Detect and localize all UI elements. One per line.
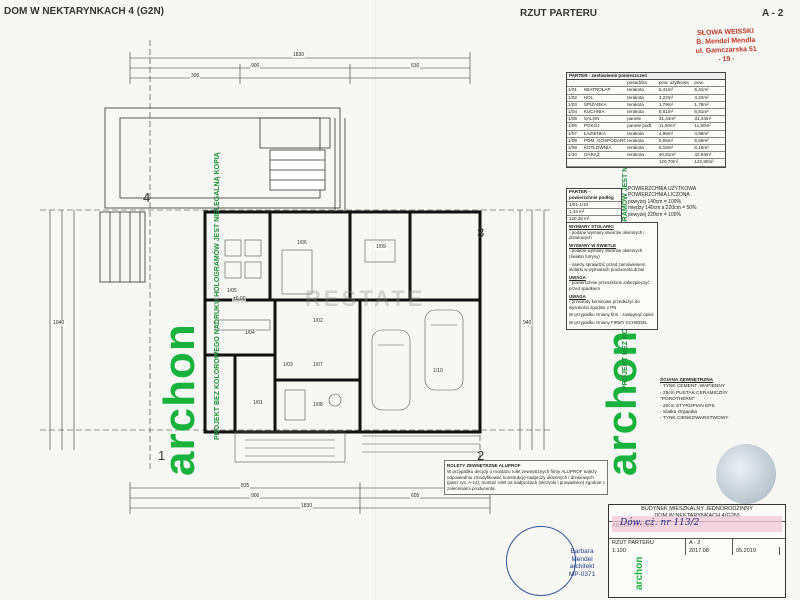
joinery-notes: WYMIARY STOLARKI - podane wymiary otworó…	[566, 222, 658, 330]
dim-top-small: 300	[190, 73, 201, 79]
dim-bottom-total: 1830	[300, 503, 314, 509]
room-1-01: 1/01	[252, 400, 264, 406]
dim-left: 1040	[52, 320, 66, 326]
axis-2-label: 2	[477, 448, 485, 463]
archon-logo-small: archon	[634, 556, 645, 590]
project-title: DOM W NEKTARYNKACH 4 (G2N)	[4, 6, 164, 17]
dim-bottom-left: 835	[240, 483, 251, 489]
wall-layers-note: ŚCIANA ZEWNĘTRZNA - TYNK CEMENT.-WAPIENN…	[660, 378, 729, 422]
floor-area-box: PARTER - powierzchnie podłóg 1/01-1/10 1…	[566, 188, 622, 224]
dim-bottom-mid: 900	[250, 493, 261, 499]
dim-bottom-right: 605	[410, 493, 421, 499]
roller-shutter-note: ROLETY ZEWNĘTRZNE ALUPROF W przypadku de…	[444, 460, 608, 495]
dim-right: 940	[522, 320, 533, 326]
axis-3-label: 3	[477, 225, 485, 240]
dim-top-right: 630	[410, 63, 421, 69]
room-1-06: 1/06	[296, 240, 308, 246]
room-1-04: 1/04	[244, 330, 256, 336]
sheet-number: A - 2	[762, 8, 784, 19]
copy-warning-left: PROJEKT BEZ KOLOROWEGO NADRUKU HOLOGRAMÓ…	[214, 152, 221, 440]
room-1-02: 1/02	[312, 318, 324, 324]
room-1-07: 1/07	[312, 362, 324, 368]
room-1-05: 1/05	[226, 288, 238, 294]
archon-logo-left: archon	[155, 323, 204, 476]
level-mark: ±0,00	[232, 296, 247, 302]
room-1-08: 1/08	[312, 402, 324, 408]
room-1-03: 1/03	[282, 362, 294, 368]
architect-round-stamp	[506, 526, 576, 596]
hologram-seal	[716, 444, 776, 504]
room-table-heading: PARTER - zestawienie pomieszczeń	[567, 73, 725, 81]
axis-4-label: 4	[143, 190, 151, 205]
title-block-scale-row: 1:100 2017.08 05.2019	[609, 547, 785, 555]
area-definitions: POWIERZCHNIA UŻYTKOWA POWIERZCHNIA LICZO…	[628, 186, 697, 218]
drawing-title: RZUT PARTERU	[520, 8, 598, 19]
axis-1-label: 1	[158, 448, 166, 463]
room-1-09: 1/09	[375, 244, 387, 250]
dim-top-total: 1830	[292, 52, 306, 58]
title-block-drawing-row: RZUT PARTERU A - 2	[609, 539, 785, 547]
handwritten-reference: Dów. cż. nr 113/2	[620, 518, 700, 528]
room-table-header-row: posadzka pow. użytkowa pow.	[567, 80, 725, 88]
room-1-10: 1/10	[432, 368, 444, 374]
architect-stamp: Barbara Mendel architekt MP-0371	[568, 548, 596, 578]
room-schedule-table: PARTER - zestawienie pomieszczeń posadzk…	[566, 72, 726, 168]
pink-reference-field	[612, 516, 782, 532]
watermark: RESTATE	[305, 286, 426, 311]
dim-top-left: 900	[250, 63, 261, 69]
